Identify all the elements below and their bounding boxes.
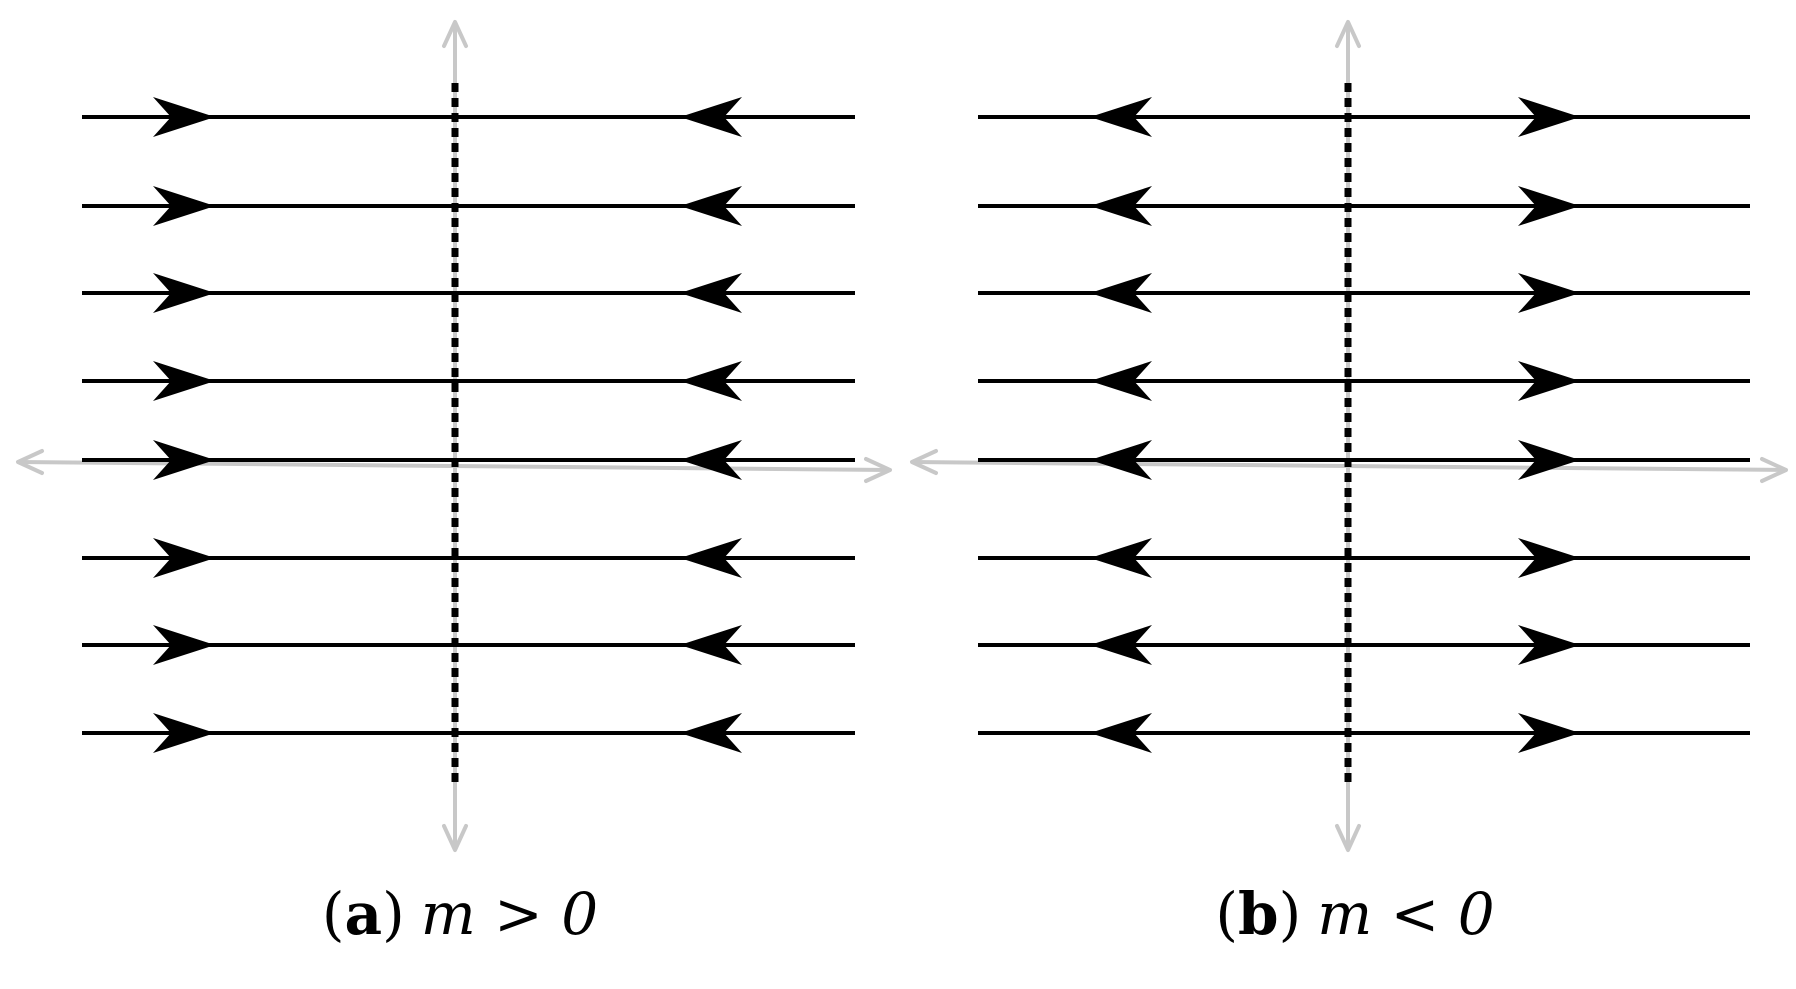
panel-a-left-arrow-icon [680,361,742,401]
panel-a-x-axis-left-arrow-icon [16,449,44,475]
panel-b-right-arrow-icon [1518,625,1580,665]
panel-b-right-arrow-icon [1518,361,1580,401]
panel-a [16,20,892,852]
panel-a-y-axis-bottom-arrow-icon [442,824,468,852]
panel-b-right-arrow-icon [1518,273,1580,313]
panel-a-right-arrow-icon [153,97,215,137]
panel-b-y-axis-top-arrow-icon [1335,20,1361,48]
caption-a: ( a ) m > 0 [260,880,660,970]
panel-b-x-axis-left-arrow-icon [910,449,938,475]
panel-a-right-arrow-icon [153,186,215,226]
panel-b-left-arrow-icon [1090,538,1152,578]
panel-b-left-arrow-icon [1090,361,1152,401]
panel-a-y-axis-top-arrow-icon [442,20,468,48]
panel-b-right-arrow-icon [1518,713,1580,753]
caption-a-open: ( [321,880,345,948]
caption-b: ( b ) m < 0 [1155,880,1555,970]
panel-a-left-arrow-icon [680,713,742,753]
caption-b-condition: m < 0 [1317,880,1495,948]
panel-b-right-arrow-icon [1518,97,1580,137]
panel-b-left-arrow-icon [1090,186,1152,226]
panel-a-left-arrow-icon [680,273,742,313]
panel-b-right-arrow-icon [1518,538,1580,578]
panel-b-left-arrow-icon [1090,273,1152,313]
panel-b-right-arrow-icon [1518,440,1580,480]
caption-b-letter: b [1238,880,1279,948]
panel-a-left-arrow-icon [680,625,742,665]
panel-b-left-arrow-icon [1090,440,1152,480]
panel-b-y-axis-bottom-arrow-icon [1335,824,1361,852]
panel-b-x-axis-right-arrow-icon [1760,457,1788,483]
panel-a-left-arrow-icon [680,440,742,480]
panel-a-left-arrow-icon [680,186,742,226]
caption-b-close: ) [1278,880,1302,948]
panel-b-right-arrow-icon [1518,186,1580,226]
panel-a-left-arrow-icon [680,538,742,578]
panel-a-right-arrow-icon [153,713,215,753]
panel-a-left-arrow-icon [680,97,742,137]
caption-a-letter: a [344,880,383,948]
panel-a-right-arrow-icon [153,625,215,665]
panel-b-left-arrow-icon [1090,625,1152,665]
caption-a-close: ) [382,880,405,948]
caption-a-condition: m > 0 [420,880,599,948]
panel-a-right-arrow-icon [153,361,215,401]
caption-b-open: ( [1215,880,1239,948]
panel-a-right-arrow-icon [153,538,215,578]
panel-a-x-axis-right-arrow-icon [864,457,892,483]
panel-b [910,20,1788,852]
panel-a-right-arrow-icon [153,440,215,480]
panel-b-left-arrow-icon [1090,713,1152,753]
panel-b-left-arrow-icon [1090,97,1152,137]
panel-a-right-arrow-icon [153,273,215,313]
